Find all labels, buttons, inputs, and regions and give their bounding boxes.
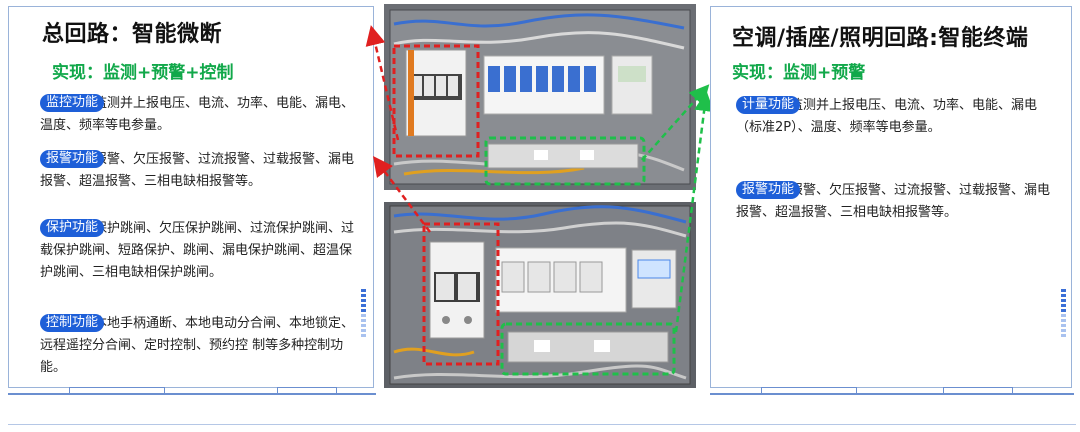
left-block-control: 控制功能支持本地手柄通断、本地电动分合闸、本地锁定、远程遥控分合闸、定时控制、预…: [40, 313, 358, 379]
right-panel-scroll-indicator: [1061, 289, 1066, 337]
photo-bottom: [384, 202, 696, 388]
tag-monitor: 监控功能: [40, 94, 105, 112]
right-block-alarm: 报警功能过压报警、欠压报警、过流报警、过载报警、漏电报警、超温报警、三相电缺相报…: [736, 180, 1056, 224]
left-block-alarm-text: 过压报警、欠压报警、过流报警、过载报警、漏电报警、超温报警、三相电缺相报警等。: [40, 152, 355, 189]
tag-protect: 保护功能: [40, 219, 105, 237]
tag-control: 控制功能: [40, 314, 105, 332]
right-block-metering: 计量功能功能监测并上报电压、电流、功率、电能、漏电（标准2P）、温度、频率等电参…: [736, 95, 1056, 139]
right-panel-foot-line: [710, 393, 1074, 395]
left-title: 总回路：智能微断: [42, 22, 223, 47]
left-panel-foot-tab-left: [69, 387, 165, 395]
breaker-box-bottom-illustration: [384, 202, 696, 388]
left-subtitle: 实现：监测+预警+控制: [52, 63, 234, 83]
right-panel-foot-tab-left: [761, 387, 857, 395]
left-block-monitor: 监控功能功能监测并上报电压、电流、功率、电能、漏电、温度、频率等电参量。: [40, 93, 358, 137]
right-block-metering-text: 功能监测并上报电压、电流、功率、电能、漏电（标准2P）、温度、频率等电参量。: [736, 98, 1038, 135]
left-block-alarm: 报警功能过压报警、欠压报警、过流报警、过载报警、漏电报警、超温报警、三相电缺相报…: [40, 149, 358, 193]
tag-right-alarm: 报警功能: [736, 181, 801, 199]
left-panel-foot-tab-right: [277, 387, 337, 395]
tag-metering: 计量功能: [736, 96, 801, 114]
left-block-monitor-text: 功能监测并上报电压、电流、功率、电能、漏电、温度、频率等电参量。: [40, 96, 355, 133]
left-block-protect: 保护功能过压保护跳闸、欠压保护跳闸、过流保护跳闸、过载保护跳闸、短路保护、跳闸、…: [40, 218, 358, 284]
breaker-box-top-illustration: [384, 4, 696, 190]
bottom-divider: [8, 424, 1076, 425]
left-panel-foot-line: [8, 393, 376, 395]
right-title: 空调/插座/照明回路:智能终端: [732, 26, 1029, 51]
right-panel-foot-tab-right: [943, 387, 1013, 395]
tag-alarm: 报警功能: [40, 150, 105, 168]
right-subtitle: 实现：监测+预警: [732, 63, 866, 83]
right-block-alarm-text: 过压报警、欠压报警、过流报警、过载报警、漏电报警、超温报警、三相电缺相报警等。: [736, 183, 1051, 220]
photo-top: [384, 4, 696, 190]
left-panel-scroll-indicator: [361, 289, 366, 337]
left-block-control-text: 支持本地手柄通断、本地电动分合闸、本地锁定、远程遥控分合闸、定时控制、预约控 制…: [40, 316, 355, 375]
left-block-protect-text: 过压保护跳闸、欠压保护跳闸、过流保护跳闸、过载保护跳闸、短路保护、跳闸、漏电保护…: [40, 221, 355, 280]
